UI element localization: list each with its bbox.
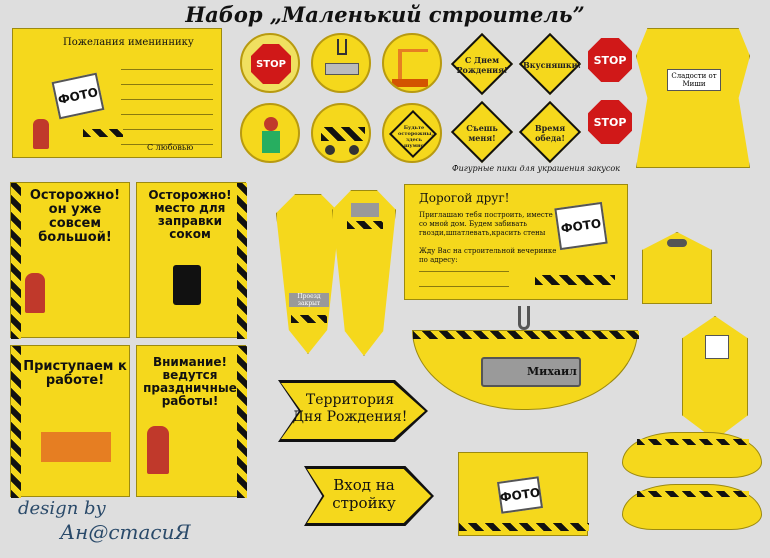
wish-card-heading: Пожелания имениннику (63, 37, 194, 48)
food-label-2 (682, 316, 748, 440)
tie-1-label: Проезд закрыт (289, 293, 329, 307)
arrow-2 (307, 469, 431, 523)
wagon-circle (311, 103, 371, 163)
poster-2-text: Осторожно! место для заправки соком (148, 188, 232, 241)
stop-sign-large-1: STOP (588, 38, 632, 82)
poster-1-text: Осторожно! он уже совсем большой! (29, 188, 121, 246)
crane-hook-hat (518, 306, 530, 330)
wish-card-stripe (83, 129, 123, 137)
tie-1: Проезд закрыт (276, 194, 340, 354)
cupcake-wrapper-2 (622, 484, 762, 530)
wish-card-lines (121, 55, 213, 145)
diamond-sign-3-text: Съешь меня! (466, 123, 498, 143)
builder-figure (33, 119, 49, 149)
invitation-heading: Дорогой друг! (419, 191, 510, 205)
invitation-body: Приглашаю тебя построить, иместе со мной… (419, 211, 553, 237)
arrow-1-text: Территория Дня Рождения! (292, 392, 408, 425)
food-label-1 (642, 232, 712, 304)
poster-2: Осторожно! место для заправки соком (136, 182, 247, 339)
candy-label: Сладости от Миши (667, 69, 721, 91)
arrow-1 (281, 383, 425, 439)
crane-hook-icon (337, 39, 347, 55)
invitation-photo: ФОТО (554, 201, 608, 251)
wish-card-signature: С любовью (147, 143, 194, 152)
wish-card: Пожелания имениннику ФОТО С любовью (12, 28, 222, 158)
poster-3-text: Приступаем к работе! (23, 359, 127, 389)
stop-circle-1: STOP (240, 33, 300, 93)
fuel-pump-icon (173, 265, 201, 305)
diamond-sign-1-text: С Днем Рождения! (456, 55, 508, 75)
circle-sign-text: Будьте осторожны, здесь шумно (398, 125, 434, 149)
invitation-card: Дорогой друг! Приглашаю тебя построить, … (404, 184, 628, 300)
truck-circle (382, 33, 442, 93)
candy-box: Сладости от Миши (636, 28, 750, 168)
wish-card-photo: ФОТО (51, 72, 105, 120)
diamond-sign-4-text: Время обеда! (534, 123, 566, 143)
arrow-2-text: Вход на стройку (332, 476, 396, 512)
dump-truck-icon (41, 432, 111, 462)
hat-name: Михаил (527, 365, 577, 378)
photo-box: ФОТО (458, 452, 589, 536)
sign-circle: Будьте осторожны, здесь шумно (382, 103, 442, 163)
diamond-sign-2-text: Вкусняшки! (523, 60, 582, 70)
poster-4: Внимание! ведутся праздничные работы! (136, 345, 247, 498)
cupcake-wrapper-1 (622, 432, 762, 478)
poster-4-text: Внимание! ведутся праздничные работы! (143, 355, 237, 408)
picks-caption: Фигурные пики для украшения закусок (452, 164, 620, 173)
invitation-lines (419, 257, 509, 287)
tie-2 (332, 190, 396, 356)
credit-line-2: Ан@стасиЯ (60, 520, 191, 544)
invitation-body-2: Жду Вас на строительной вечеринке по адр… (419, 247, 557, 264)
builder-circle (240, 103, 300, 163)
credit-line-1: design by (18, 498, 106, 519)
page-title: Набор „Маленький строитель” (185, 2, 585, 27)
stop-sign: STOP (251, 44, 291, 84)
hat-nameplate: Михаил (481, 357, 581, 387)
crane-icon (398, 49, 402, 83)
photo-box-frame: ФОТО (496, 476, 544, 514)
poster-3: Приступаем к работе! (10, 345, 130, 498)
poster-1: Осторожно! он уже совсем большой! (10, 182, 130, 339)
party-hat: Михаил (412, 330, 639, 410)
crane-circle (311, 33, 371, 93)
stop-sign-large-2: STOP (588, 100, 632, 144)
